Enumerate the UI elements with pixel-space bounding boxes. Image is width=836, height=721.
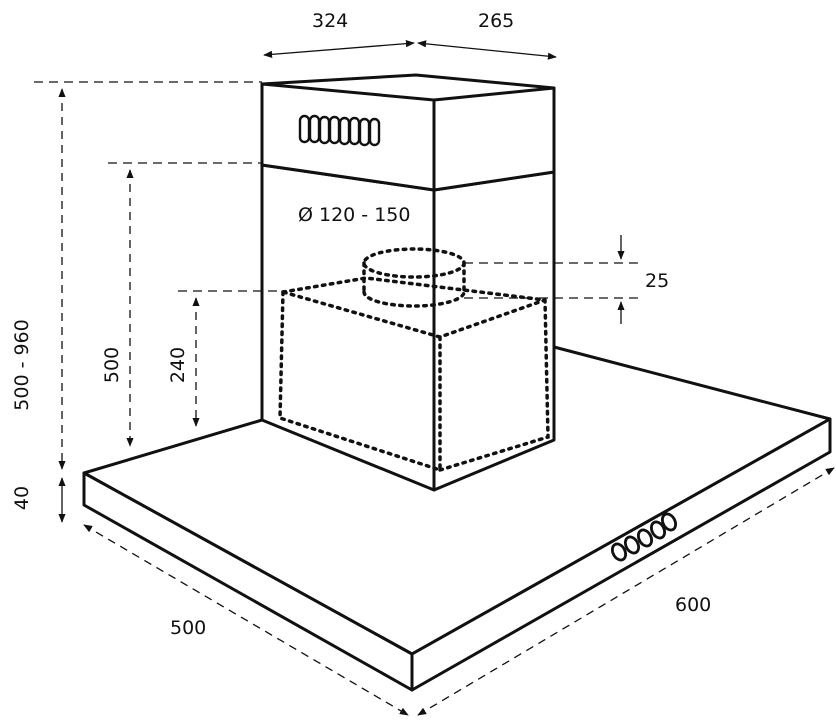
duct-collar-bottom	[362, 290, 466, 308]
label-hood-width: 600	[675, 594, 711, 616]
vent-slot	[358, 117, 371, 147]
dimension-total-height: 500 - 960	[11, 81, 262, 470]
dimension-canopy-thickness: 40	[11, 477, 66, 523]
dimension-hood-depth: 500	[83, 524, 409, 716]
dimension-chimney-width: 324	[263, 10, 415, 58]
inner-box-left	[278, 290, 442, 472]
label-chimney-depth: 265	[478, 10, 514, 32]
label-hood-depth: 500	[170, 617, 206, 639]
label-total-height: 500 - 960	[11, 319, 33, 410]
vent-slot	[348, 116, 361, 146]
dimension-collar-height: 25	[464, 235, 669, 324]
label-lower-chimney-height: 500	[101, 347, 123, 383]
label-inner-box-height: 240	[167, 347, 189, 383]
dimension-arrow	[83, 524, 409, 716]
upper-chimney-top-edge	[260, 73, 556, 90]
inner-box-right	[438, 298, 550, 472]
label-duct-diameter: Ø 120 - 150	[298, 204, 410, 226]
dimension-arrow	[417, 40, 557, 60]
label-collar-height: 25	[645, 270, 669, 292]
dimension-lower-chimney-height: 500	[101, 162, 262, 447]
hidden-motor-box	[278, 247, 550, 472]
dimension-inner-box-height: 240	[167, 290, 283, 427]
vent-slot	[318, 115, 331, 145]
vent-slots	[298, 114, 381, 147]
upper-chimney	[260, 73, 556, 192]
dimension-hood-width: 600	[417, 467, 835, 716]
upper-chimney-right-face	[432, 86, 556, 192]
vent-slot	[298, 114, 311, 144]
duct-collar-sides	[362, 261, 466, 294]
vent-slot	[308, 114, 321, 144]
label-chimney-width: 324	[312, 10, 348, 32]
vent-slot	[368, 117, 381, 147]
label-canopy-thickness: 40	[11, 486, 33, 510]
dimension-chimney-depth: 265	[417, 10, 557, 60]
vent-slot	[338, 116, 351, 146]
dimension-arrow	[417, 467, 835, 716]
dimension-arrow	[263, 40, 415, 58]
vent-slot	[328, 115, 341, 145]
